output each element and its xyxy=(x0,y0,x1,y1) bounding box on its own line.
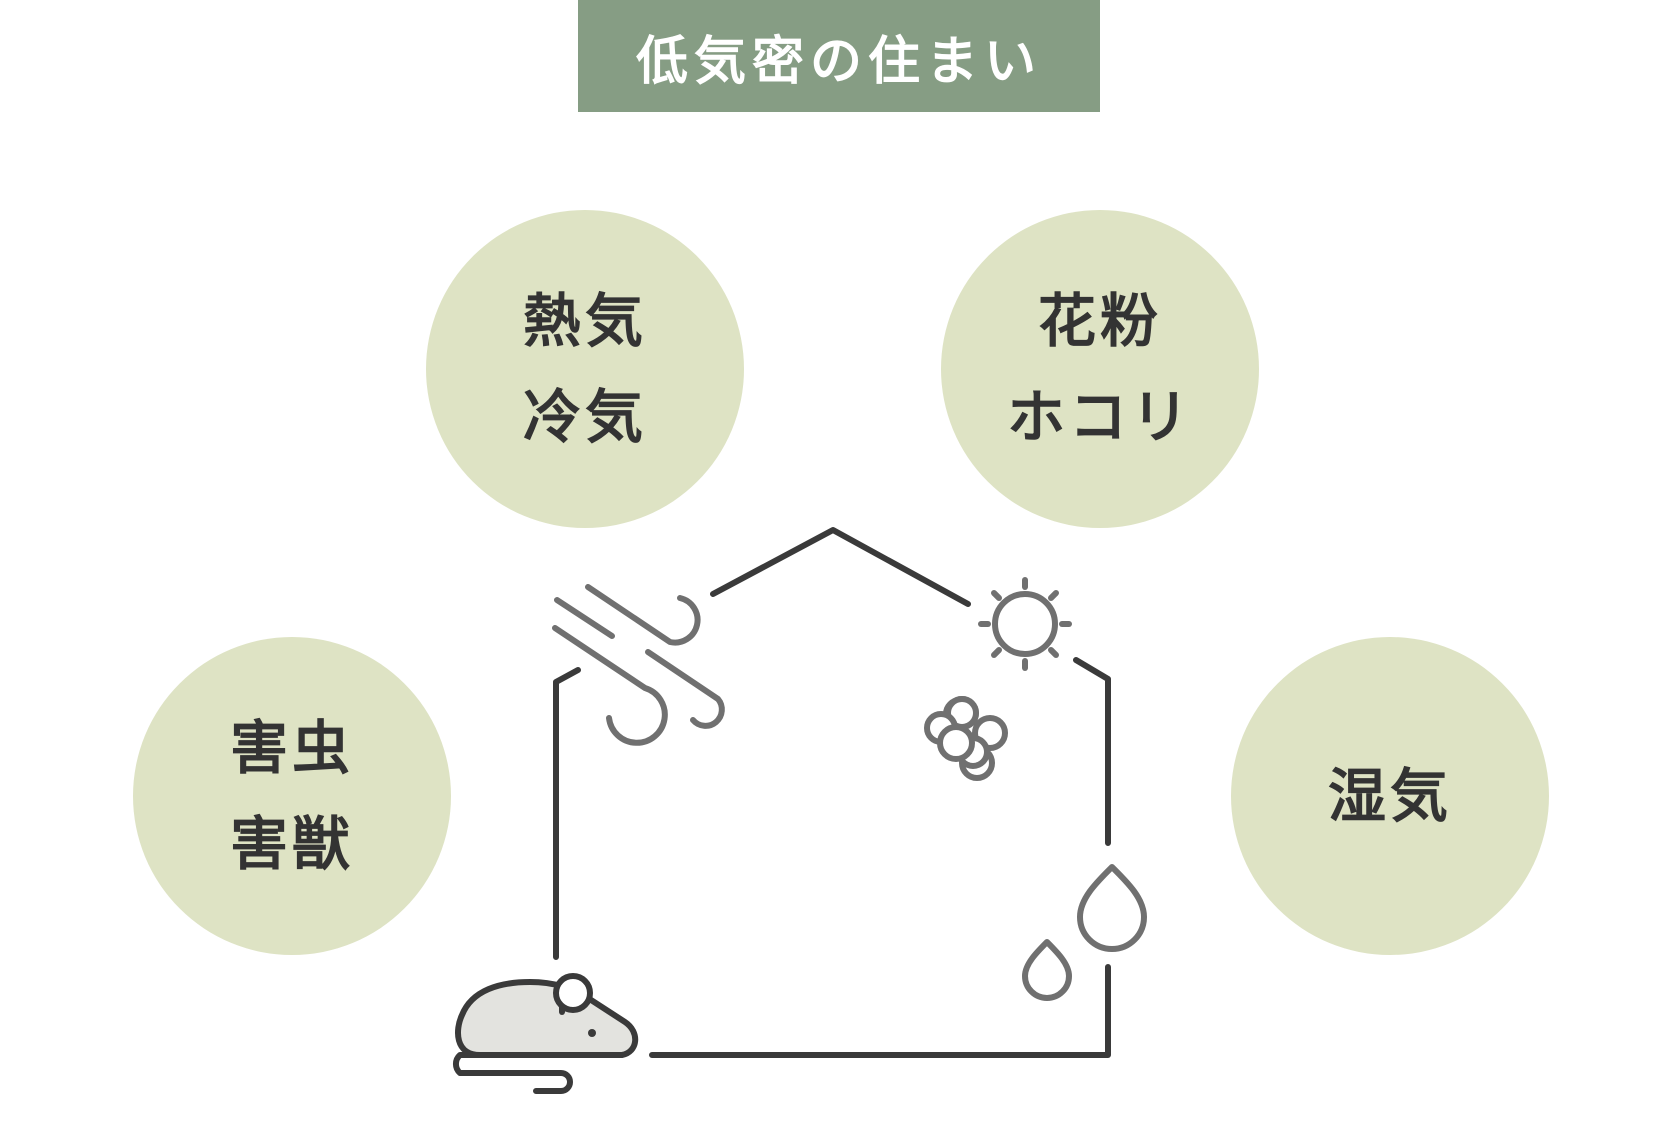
heat-label: 熱気 xyxy=(522,287,647,355)
insects-label: 害虫 xyxy=(229,714,354,782)
vermin-label: 害獣 xyxy=(229,810,354,878)
humidity-circle: 湿気 xyxy=(1231,637,1549,955)
mouse-icon xyxy=(452,973,639,1094)
cold-label: 冷気 xyxy=(522,383,647,451)
title-banner: 低気密の住まい xyxy=(578,0,1100,112)
dust-label: ホコリ xyxy=(1006,383,1193,451)
right-wall-upper-segment xyxy=(1073,657,1111,846)
pollen-label: 花粉 xyxy=(1037,287,1162,355)
roof-left-segment xyxy=(710,527,971,607)
right-wall-lower-segment xyxy=(649,964,1111,1058)
flower-icon xyxy=(924,696,1008,781)
sun-icon xyxy=(978,577,1072,671)
left-wall-segment xyxy=(553,667,581,960)
humidity-label: 湿気 xyxy=(1327,762,1452,830)
pollen-dust-circle: 花粉 ホコリ xyxy=(941,210,1259,528)
house-outline xyxy=(553,527,1111,1058)
pests-circle: 害虫 害獣 xyxy=(133,637,451,955)
wind-icon xyxy=(552,584,725,746)
water-drop-icon xyxy=(1022,864,1147,1001)
page-title: 低気密の住まい xyxy=(635,31,1042,92)
heat-cold-circle: 熱気 冷気 xyxy=(426,210,744,528)
